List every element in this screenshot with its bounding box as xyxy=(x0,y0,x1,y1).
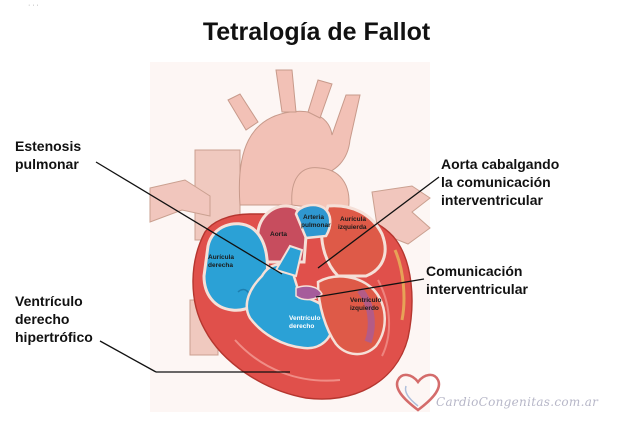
watermark-heart-icon xyxy=(395,373,441,412)
watermark-text: CardioCongenitas.com.ar xyxy=(436,395,599,409)
aortic-arch xyxy=(227,69,361,206)
callout-estenosis-pulmonar: Estenosis pulmonar xyxy=(15,137,81,173)
aortic-branch xyxy=(307,79,333,119)
callout-line: Estenosis xyxy=(15,138,82,154)
leader-line-comunicacion xyxy=(315,278,425,298)
callout-ventriculo-derecho-hipertrofico: Ventrículo derecho hipertrófico xyxy=(15,292,93,346)
callout-line: hipertrófico xyxy=(15,329,93,345)
callout-line: Aorta cabalgando xyxy=(441,156,560,172)
leader-line-hipertrofico xyxy=(99,340,157,373)
label-ventriculo-izq-1: Ventrículo xyxy=(350,297,381,304)
label-aorta: Aorta xyxy=(270,231,287,238)
aortic-branch xyxy=(275,69,297,113)
ventricular-septal-defect xyxy=(295,285,323,301)
label-auricula-izq-1: Aurícula xyxy=(340,216,366,223)
corner-mark: · · · xyxy=(28,2,39,9)
label-ventriculo-izq-2: izquierdo xyxy=(350,305,379,312)
callout-line: pulmonar xyxy=(15,156,79,172)
label-auricula-der-2: derecha xyxy=(208,262,233,269)
figure-title: Tetralogía de Fallot xyxy=(202,18,431,46)
left-ventricle xyxy=(316,275,386,356)
label-pulmonar: pulmonar xyxy=(301,222,331,229)
label-ventriculo-der-2: derecho xyxy=(289,323,314,330)
callout-line: la comunicación xyxy=(441,174,551,190)
callout-line: Comunicación xyxy=(426,263,523,279)
label-arteria: Arteria xyxy=(303,214,324,221)
callout-line: interventricular xyxy=(441,192,543,208)
label-auricula-izq-2: izquierda xyxy=(338,224,367,231)
callout-line: interventricular xyxy=(426,281,528,297)
right-ventricle xyxy=(245,244,334,350)
aortic-branch xyxy=(227,93,259,131)
callout-aorta-cabalgando: Aorta cabalgando la comunicación interve… xyxy=(441,155,559,209)
stenotic-outflow-tract xyxy=(274,244,304,278)
callout-line: derecho xyxy=(15,311,70,327)
leader-line-estenosis xyxy=(95,161,283,275)
callout-comunicacion-interventricular: Comunicación interventricular xyxy=(426,262,528,298)
pulmonary-artery-interior xyxy=(294,203,332,240)
label-ventriculo-der-1: Ventrículo xyxy=(289,315,320,322)
pulmonary-trunk xyxy=(291,167,350,213)
leader-line-aorta-cabalgando xyxy=(317,176,440,269)
label-auricula-der-1: Aurícula xyxy=(208,254,234,261)
pulmonary-vessels-left xyxy=(149,179,211,223)
mixed-blood-streak xyxy=(357,287,375,344)
callout-line: Ventrículo xyxy=(15,293,83,309)
